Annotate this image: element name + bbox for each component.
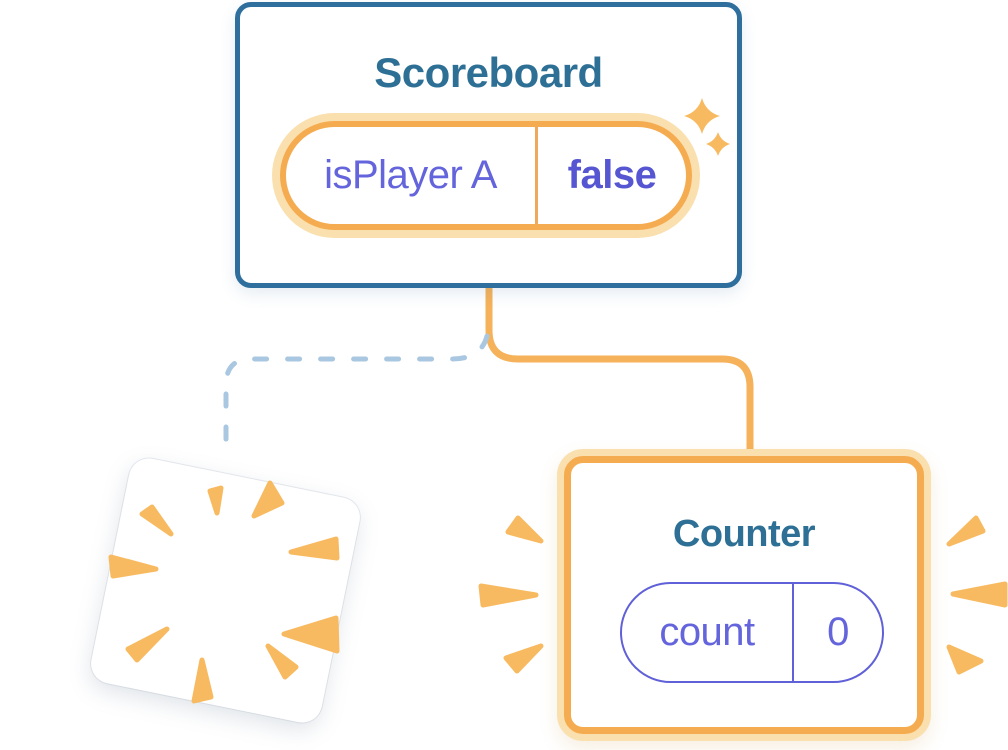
scoreboard-title: Scoreboard	[374, 49, 603, 96]
counter-title: Counter	[672, 513, 816, 555]
counter-state-value: 0	[827, 610, 849, 654]
counter-state-pill: count 0	[620, 582, 884, 683]
counter-card: Counter count 0	[557, 449, 931, 741]
counter-card-inner: Counter count 0	[564, 456, 924, 734]
destroyed-component-card	[87, 454, 364, 727]
scoreboard-state-pill-inner: isPlayer A false	[280, 121, 692, 230]
counter-state-name: count	[622, 584, 794, 681]
scoreboard-state-name: isPlayer A	[286, 127, 538, 224]
scoreboard-state-pill: isPlayer A false	[272, 113, 700, 238]
scoreboard-state-value: false	[567, 153, 657, 197]
removed-connector-dashed-line	[223, 333, 490, 462]
scoreboard-card: Scoreboard isPlayer A false	[235, 2, 742, 288]
active-connector-line	[485, 280, 754, 456]
